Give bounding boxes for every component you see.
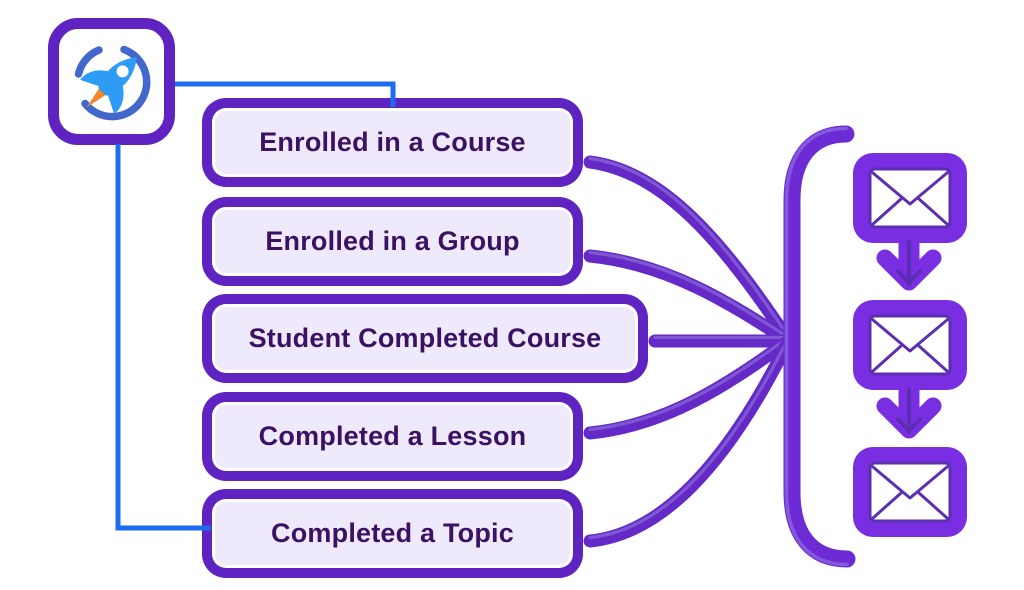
envelope-icon — [868, 167, 952, 229]
arrow-down-icon — [876, 236, 942, 291]
event-box-completed-topic: Completed a Topic — [202, 489, 583, 578]
blue-connector-top — [175, 81, 396, 107]
funnel-ribbons — [583, 155, 794, 548]
rocket-logo-tile — [48, 18, 175, 145]
rocket-icon — [74, 45, 150, 120]
arrow-down-icon — [876, 384, 942, 439]
event-box-label: Student Completed Course — [212, 304, 638, 373]
email-tile-1 — [853, 153, 967, 243]
event-box-label: Enrolled in a Group — [212, 207, 573, 276]
email-tile-3 — [853, 447, 967, 537]
event-box-enrolled-group: Enrolled in a Group — [202, 197, 583, 286]
blue-connector-bottom — [115, 144, 211, 531]
envelope-icon — [868, 314, 952, 376]
event-box-completed-course: Student Completed Course — [202, 294, 648, 383]
envelope-icon — [868, 461, 952, 523]
brace-bracket — [783, 125, 856, 568]
event-box-label: Completed a Topic — [212, 499, 573, 568]
rocket-shape — [79, 56, 137, 114]
event-box-label: Enrolled in a Course — [212, 108, 573, 177]
event-box-label: Completed a Lesson — [212, 402, 573, 471]
event-box-enrolled-course: Enrolled in a Course — [202, 98, 583, 187]
email-tile-2 — [853, 300, 967, 390]
event-box-completed-lesson: Completed a Lesson — [202, 392, 583, 481]
